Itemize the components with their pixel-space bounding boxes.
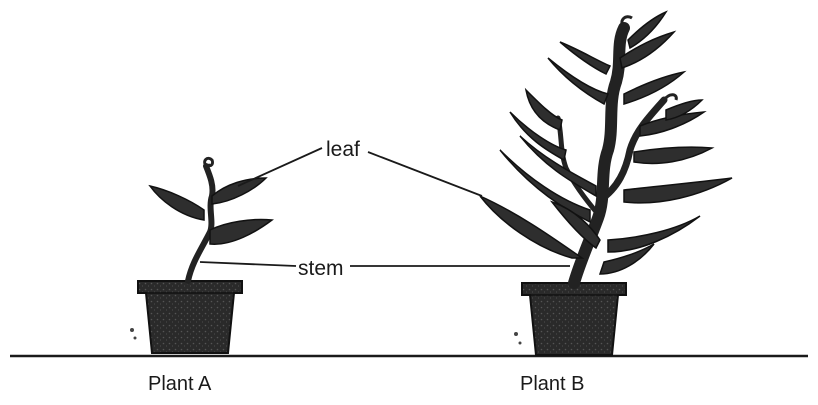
plant-b-leaf	[520, 136, 596, 196]
plant-b-leaf	[620, 32, 674, 68]
leaf-pointer-a	[238, 148, 322, 186]
stem-pointer-a	[200, 262, 296, 266]
plant-b-leaf	[624, 178, 732, 203]
plant-a-leaf	[210, 219, 272, 244]
plant-b-leaf	[560, 42, 610, 74]
plant-b-caption: Plant B	[520, 374, 584, 394]
leaf-pointer-b	[368, 152, 482, 196]
stem-label: stem	[298, 258, 344, 279]
plant-a	[130, 158, 272, 353]
plant-b-leaf	[608, 216, 700, 252]
plant-a-pot	[138, 281, 242, 353]
plant-a-caption: Plant A	[148, 374, 211, 394]
plant-a-leaf	[150, 186, 204, 220]
plant-b	[480, 12, 732, 355]
plant-b-pot	[522, 283, 626, 355]
plant-b-leaf	[634, 147, 712, 163]
leaf-label: leaf	[326, 139, 360, 160]
plant-a-stem	[188, 166, 213, 281]
plant-b-leaf	[526, 90, 562, 130]
plant-a-leaf	[212, 178, 266, 204]
